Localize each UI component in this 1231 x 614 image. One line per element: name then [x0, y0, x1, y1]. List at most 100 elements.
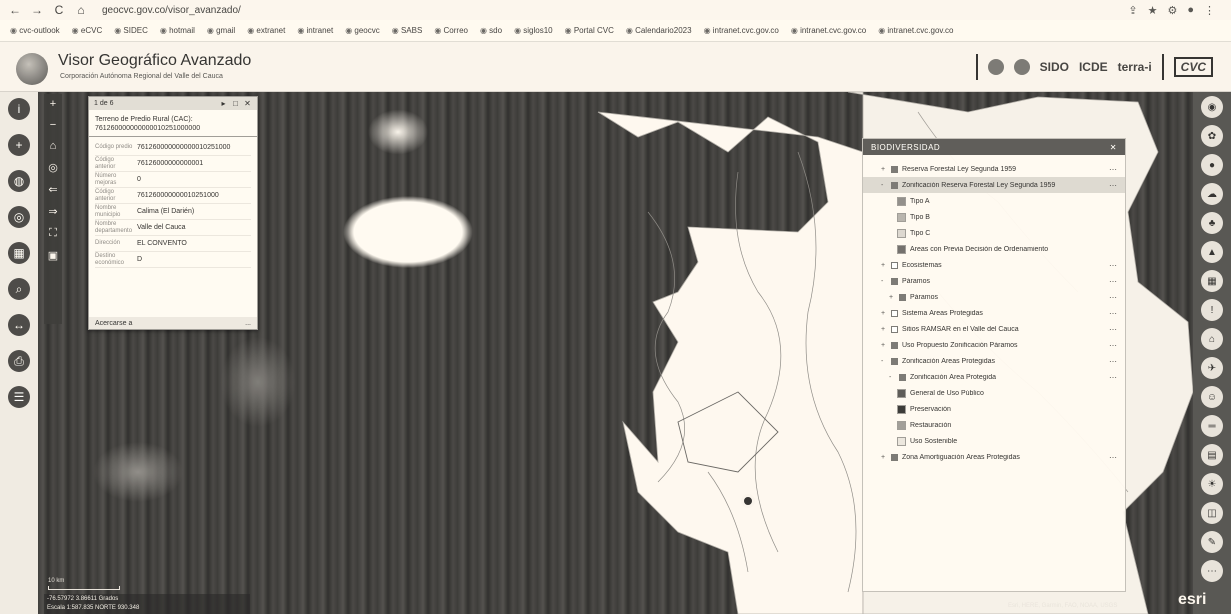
- collapse-icon[interactable]: -: [881, 277, 884, 285]
- layer-item[interactable]: +Sitios RAMSAR en el Valle del Cauca⋯: [863, 321, 1125, 337]
- bookmark-item[interactable]: gmail: [207, 26, 235, 35]
- popup-more-button[interactable]: ...: [245, 319, 251, 327]
- layers-icon[interactable]: ◉: [1201, 96, 1223, 118]
- boundary-icon[interactable]: ◫: [1201, 502, 1223, 524]
- tree-icon[interactable]: ♣: [1201, 212, 1223, 234]
- layer-item[interactable]: +Uso Propuesto Zonificación Páramos⋯: [863, 337, 1125, 353]
- layer-item[interactable]: +Sistema Áreas Protegidas⋯: [863, 305, 1125, 321]
- profile-icon[interactable]: ●: [1187, 3, 1194, 16]
- info-icon[interactable]: i: [8, 98, 30, 120]
- list-menu-icon[interactable]: ☰: [8, 386, 30, 408]
- layer-item[interactable]: +Reserva Forestal Ley Segunda 1959⋯: [863, 161, 1125, 177]
- layer-options-icon[interactable]: ⋯: [1109, 324, 1117, 334]
- share-icon[interactable]: ⇪: [1128, 4, 1138, 17]
- layer-options-icon[interactable]: ⋯: [1109, 356, 1117, 366]
- basemap-globe-icon[interactable]: ◍: [8, 170, 30, 192]
- more-icon[interactable]: ⋯: [1201, 560, 1223, 582]
- zoom-out-icon[interactable]: −: [49, 119, 57, 131]
- bird-icon[interactable]: ✈: [1201, 357, 1223, 379]
- layer-options-icon[interactable]: ⋯: [1109, 180, 1117, 190]
- back-icon[interactable]: ←: [9, 3, 21, 17]
- address-bar[interactable]: geocvc.gov.co/visor_avanzado/: [102, 4, 241, 16]
- popup-next-icon[interactable]: ▸: [221, 99, 226, 108]
- layer-item[interactable]: Uso Sostenible: [863, 433, 1125, 449]
- layer-checkbox[interactable]: [891, 357, 898, 365]
- layer-options-icon[interactable]: ⋯: [1109, 340, 1117, 350]
- layer-options-icon[interactable]: ⋯: [1109, 308, 1117, 318]
- layer-checkbox[interactable]: [891, 181, 898, 189]
- biodiversity-icon[interactable]: ✿: [1201, 125, 1223, 147]
- cloud-icon[interactable]: ☁: [1201, 183, 1223, 205]
- layer-item[interactable]: Restauración: [863, 417, 1125, 433]
- location-icon[interactable]: ◎: [8, 206, 30, 228]
- bookmark-item[interactable]: intranet.cvc.gov.co: [791, 26, 866, 35]
- bookmark-icon[interactable]: ▣: [47, 250, 59, 262]
- tools-icon[interactable]: ✎: [1201, 531, 1223, 553]
- bookmark-item[interactable]: geocvc: [345, 26, 379, 35]
- bookmark-item[interactable]: Calendario2023: [626, 26, 692, 35]
- expand-icon[interactable]: +: [881, 309, 886, 317]
- forward-icon[interactable]: →: [31, 3, 43, 17]
- layer-item[interactable]: -Zonificación Reserva Forestal Ley Segun…: [863, 177, 1125, 193]
- fullscreen-icon[interactable]: ⛶: [49, 227, 57, 239]
- layer-item[interactable]: +Zona Amortiguación Áreas Protegidas⋯: [863, 449, 1125, 465]
- building-icon[interactable]: ⌂: [1201, 328, 1223, 350]
- home-icon[interactable]: ⌂: [77, 3, 85, 17]
- bookmark-item[interactable]: eCVC: [72, 26, 102, 35]
- location-pin-icon[interactable]: [741, 494, 755, 508]
- layer-item[interactable]: General de Uso Público: [863, 385, 1125, 401]
- layer-options-icon[interactable]: ⋯: [1109, 260, 1117, 270]
- zoom-in-icon[interactable]: +: [49, 98, 57, 110]
- collapse-icon[interactable]: -: [881, 181, 884, 189]
- extensions-icon[interactable]: ⚙: [1167, 4, 1178, 17]
- layer-item[interactable]: Áreas con Previa Decisión de Ordenamient…: [863, 241, 1125, 257]
- layer-options-icon[interactable]: ⋯: [1109, 276, 1117, 286]
- collapse-icon[interactable]: -: [881, 357, 884, 365]
- bookmark-item[interactable]: siglos10: [514, 26, 552, 35]
- expand-icon[interactable]: +: [881, 325, 886, 333]
- bookmark-item[interactable]: Portal CVC: [565, 26, 614, 35]
- popup-close-icon[interactable]: ✕: [244, 99, 251, 108]
- layer-item[interactable]: +Ecosistemas⋯: [863, 257, 1125, 273]
- zoom-to-link[interactable]: Acercarse a: [95, 319, 133, 327]
- layer-checkbox[interactable]: [899, 373, 906, 381]
- bookmark-item[interactable]: SABS: [392, 26, 422, 35]
- layer-item[interactable]: +Páramos⋯: [863, 289, 1125, 305]
- layer-options-icon[interactable]: ⋯: [1109, 372, 1117, 382]
- layer-item[interactable]: Tipo B: [863, 209, 1125, 225]
- measure-icon[interactable]: ↔: [8, 314, 30, 336]
- add-layer-icon[interactable]: +: [8, 134, 30, 156]
- next-extent-icon[interactable]: ⇒: [48, 206, 58, 218]
- previous-extent-icon[interactable]: ⇐: [48, 184, 58, 196]
- bookmark-item[interactable]: SIDEC: [114, 26, 147, 35]
- layer-options-icon[interactable]: ⋯: [1109, 452, 1117, 462]
- road-icon[interactable]: ═: [1201, 415, 1223, 437]
- bookmark-item[interactable]: intranet.cvc.gov.co: [704, 26, 779, 35]
- layer-options-icon[interactable]: ⋯: [1109, 292, 1117, 302]
- water-drop-icon[interactable]: ●: [1201, 154, 1223, 176]
- popup-maximize-icon[interactable]: □: [233, 99, 238, 108]
- bookmark-item[interactable]: extranet: [247, 26, 285, 35]
- layer-item[interactable]: -Zonificación Área Protegida⋯: [863, 369, 1125, 385]
- layer-options-icon[interactable]: ⋯: [1109, 164, 1117, 174]
- close-icon[interactable]: ✕: [1109, 142, 1117, 152]
- bookmark-item[interactable]: hotmail: [160, 26, 195, 35]
- risk-icon[interactable]: !: [1201, 299, 1223, 321]
- bookmark-item[interactable]: intranet.cvc.gov.co: [878, 26, 953, 35]
- search-icon[interactable]: ⌕: [8, 278, 30, 300]
- layer-item[interactable]: -Páramos⋯: [863, 273, 1125, 289]
- expand-icon[interactable]: +: [889, 293, 894, 301]
- table-icon[interactable]: ▦: [8, 242, 30, 264]
- expand-icon[interactable]: +: [881, 341, 886, 349]
- menu-icon[interactable]: ⋮: [1204, 4, 1215, 17]
- weather-icon[interactable]: ☀: [1201, 473, 1223, 495]
- layer-item[interactable]: -Zonificación Áreas Protegidas⋯: [863, 353, 1125, 369]
- map-icon[interactable]: ▤: [1201, 444, 1223, 466]
- people-icon[interactable]: ☺: [1201, 386, 1223, 408]
- layer-item[interactable]: Tipo C: [863, 225, 1125, 241]
- layer-item[interactable]: Preservación: [863, 401, 1125, 417]
- reload-icon[interactable]: C: [54, 3, 64, 17]
- collapse-icon[interactable]: -: [889, 373, 892, 381]
- bookmark-item[interactable]: cvc-outlook: [10, 26, 59, 35]
- bookmark-item[interactable]: sdo: [480, 26, 502, 35]
